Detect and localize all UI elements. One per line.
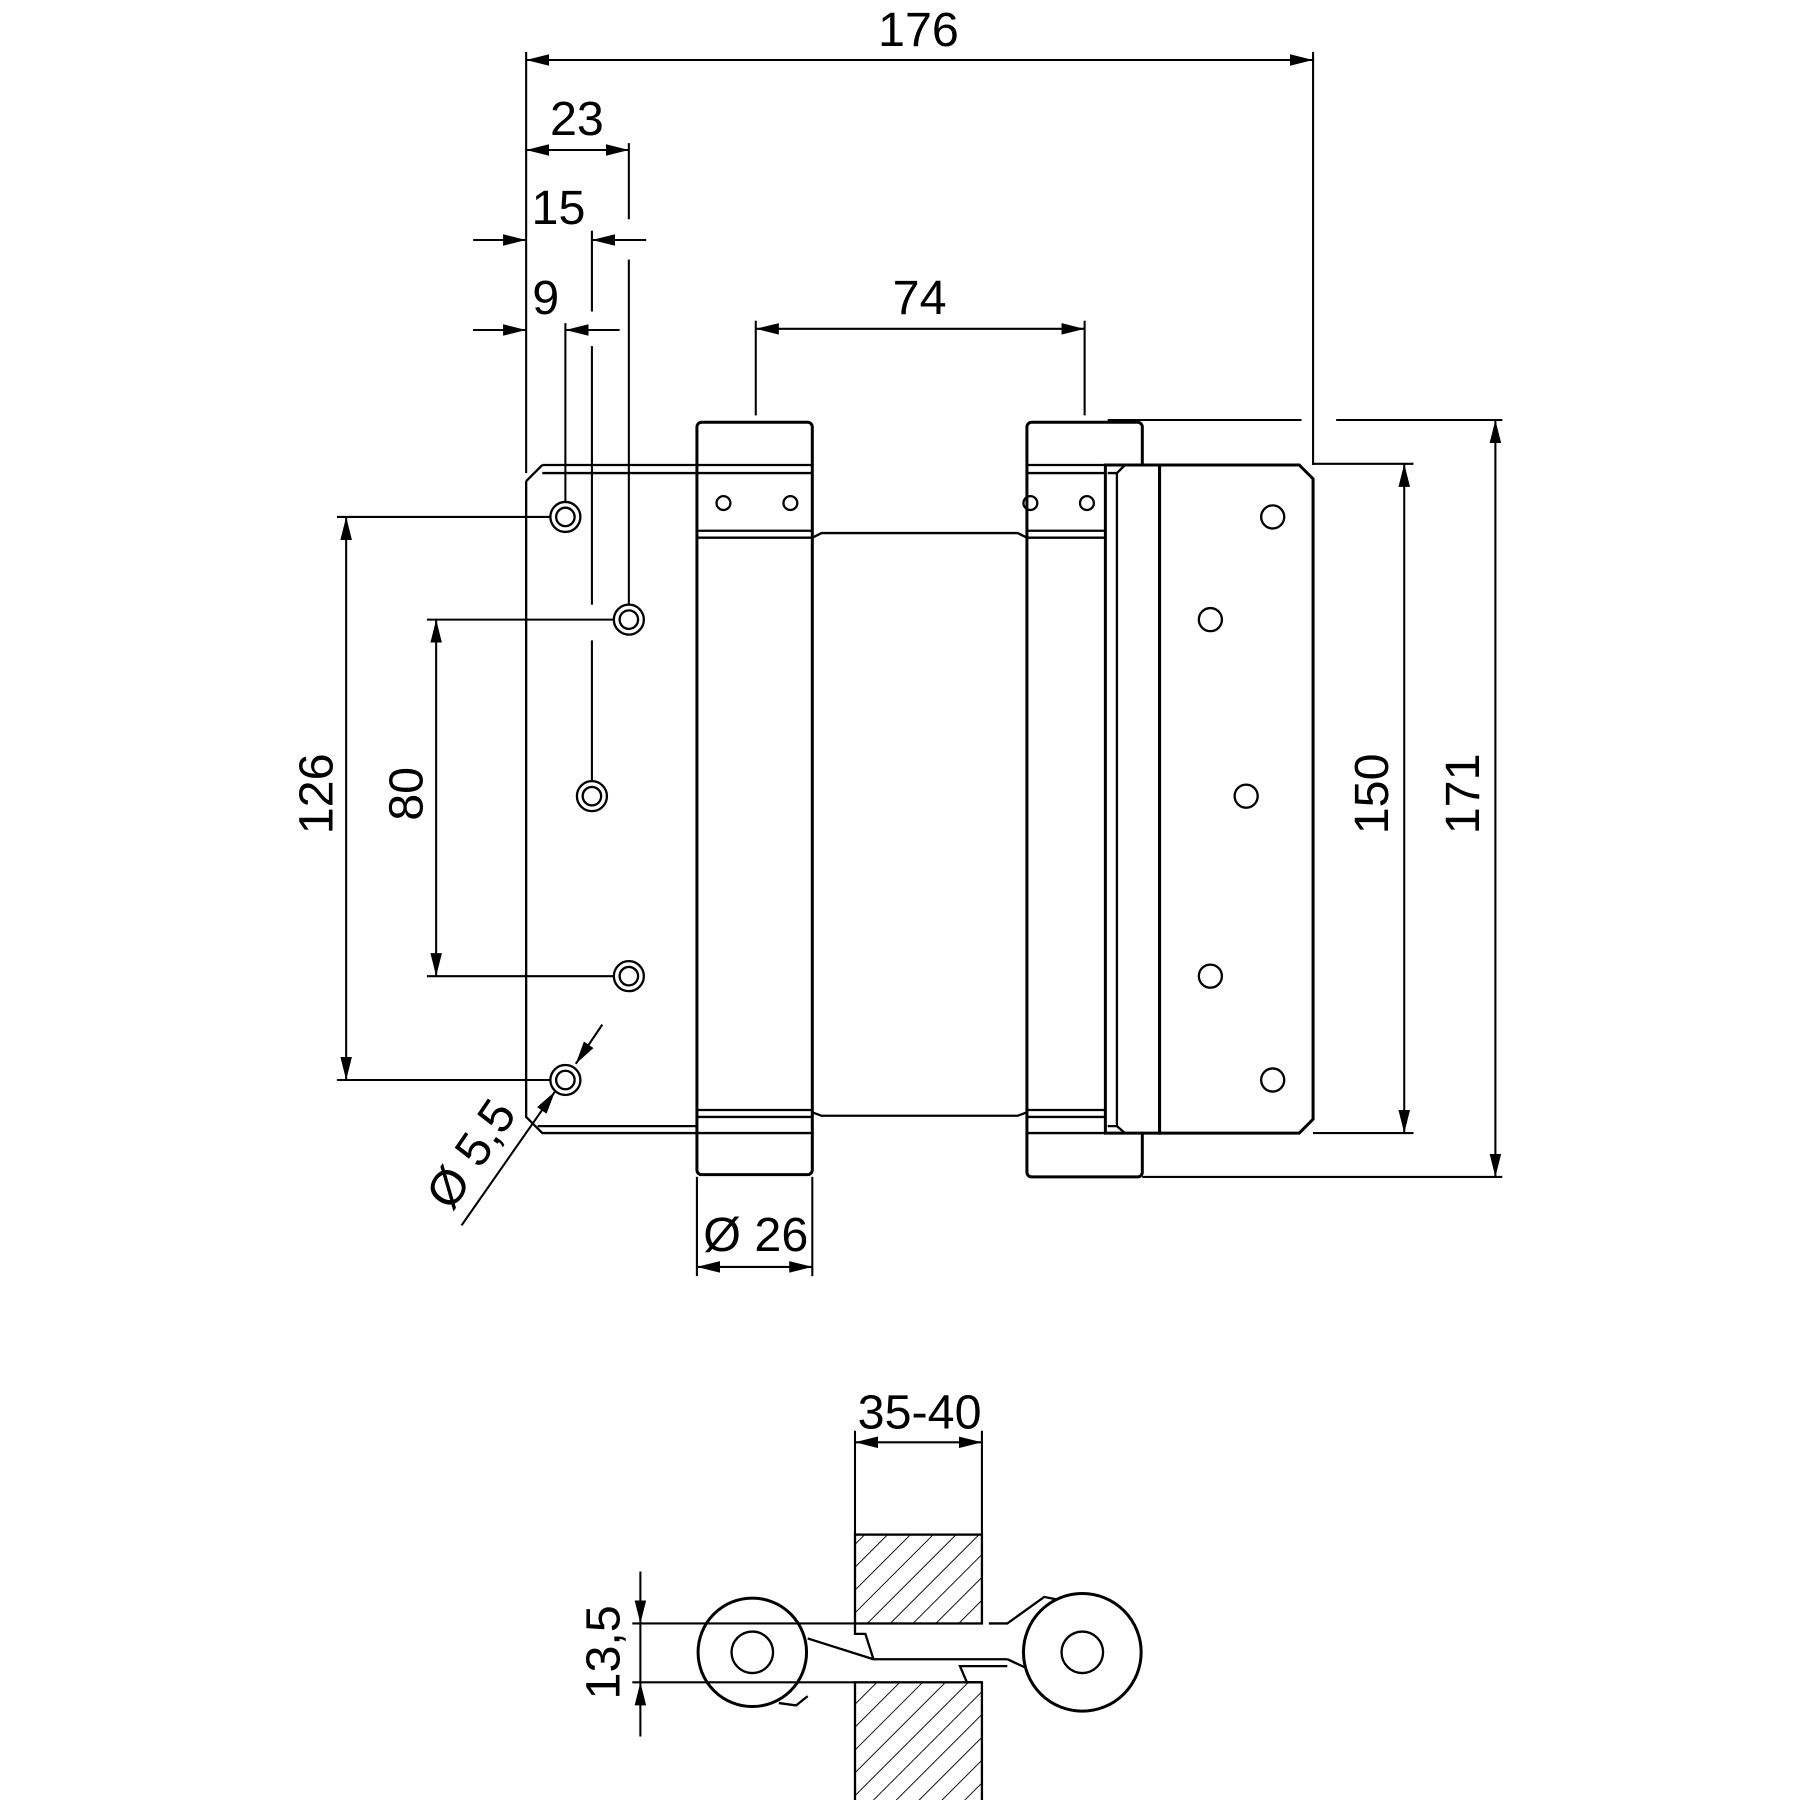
dim-label: Ø 26 bbox=[703, 1208, 808, 1262]
section-view: 35-40 13,5 bbox=[577, 1385, 1143, 1800]
dim-label: 80 bbox=[379, 767, 433, 821]
dim-126: 126 bbox=[289, 515, 551, 1082]
dim-23: 23 bbox=[526, 92, 630, 605]
dim-26: Ø 26 bbox=[695, 1176, 814, 1277]
dim-176: 176 bbox=[525, 3, 1315, 474]
dim-74: 74 bbox=[754, 271, 1086, 416]
dim-label: 15 bbox=[532, 181, 586, 235]
dim-150: 150 bbox=[1313, 462, 1414, 1135]
left-leaf-holes bbox=[549, 500, 645, 1097]
dim-label: 9 bbox=[532, 271, 559, 325]
front-view: 176 23 15 9 74 bbox=[289, 3, 1503, 1277]
dim-label: 23 bbox=[550, 92, 604, 146]
right-knuckle-circle bbox=[1021, 1591, 1143, 1713]
dim-15: 15 bbox=[473, 181, 647, 782]
dim-9: 9 bbox=[473, 271, 620, 502]
dim-label: 35-40 bbox=[858, 1385, 982, 1439]
dim-label: 176 bbox=[878, 3, 959, 57]
dim-171: 171 bbox=[1107, 418, 1503, 1178]
dim-80: 80 bbox=[379, 618, 614, 978]
left-barrel bbox=[695, 420, 814, 1177]
right-frame bbox=[1103, 463, 1162, 1135]
spring-body bbox=[811, 531, 1028, 1117]
dim-13-5: 13,5 bbox=[577, 1571, 855, 1737]
dim-35-40: 35-40 bbox=[853, 1385, 983, 1535]
dim-label: 74 bbox=[893, 271, 947, 325]
dim-label: 150 bbox=[1345, 753, 1399, 834]
left-leaf bbox=[525, 463, 699, 1135]
dim-label: 171 bbox=[1436, 753, 1490, 834]
dim-label: 126 bbox=[289, 753, 343, 834]
dim-label: 13,5 bbox=[577, 1605, 631, 1699]
right-leaf-holes bbox=[1197, 504, 1286, 1093]
right-leaf bbox=[1158, 463, 1315, 1135]
door-section-bottom bbox=[853, 1681, 984, 1800]
left-knuckle-circle bbox=[696, 1596, 809, 1709]
door-section-top bbox=[853, 1533, 984, 1625]
